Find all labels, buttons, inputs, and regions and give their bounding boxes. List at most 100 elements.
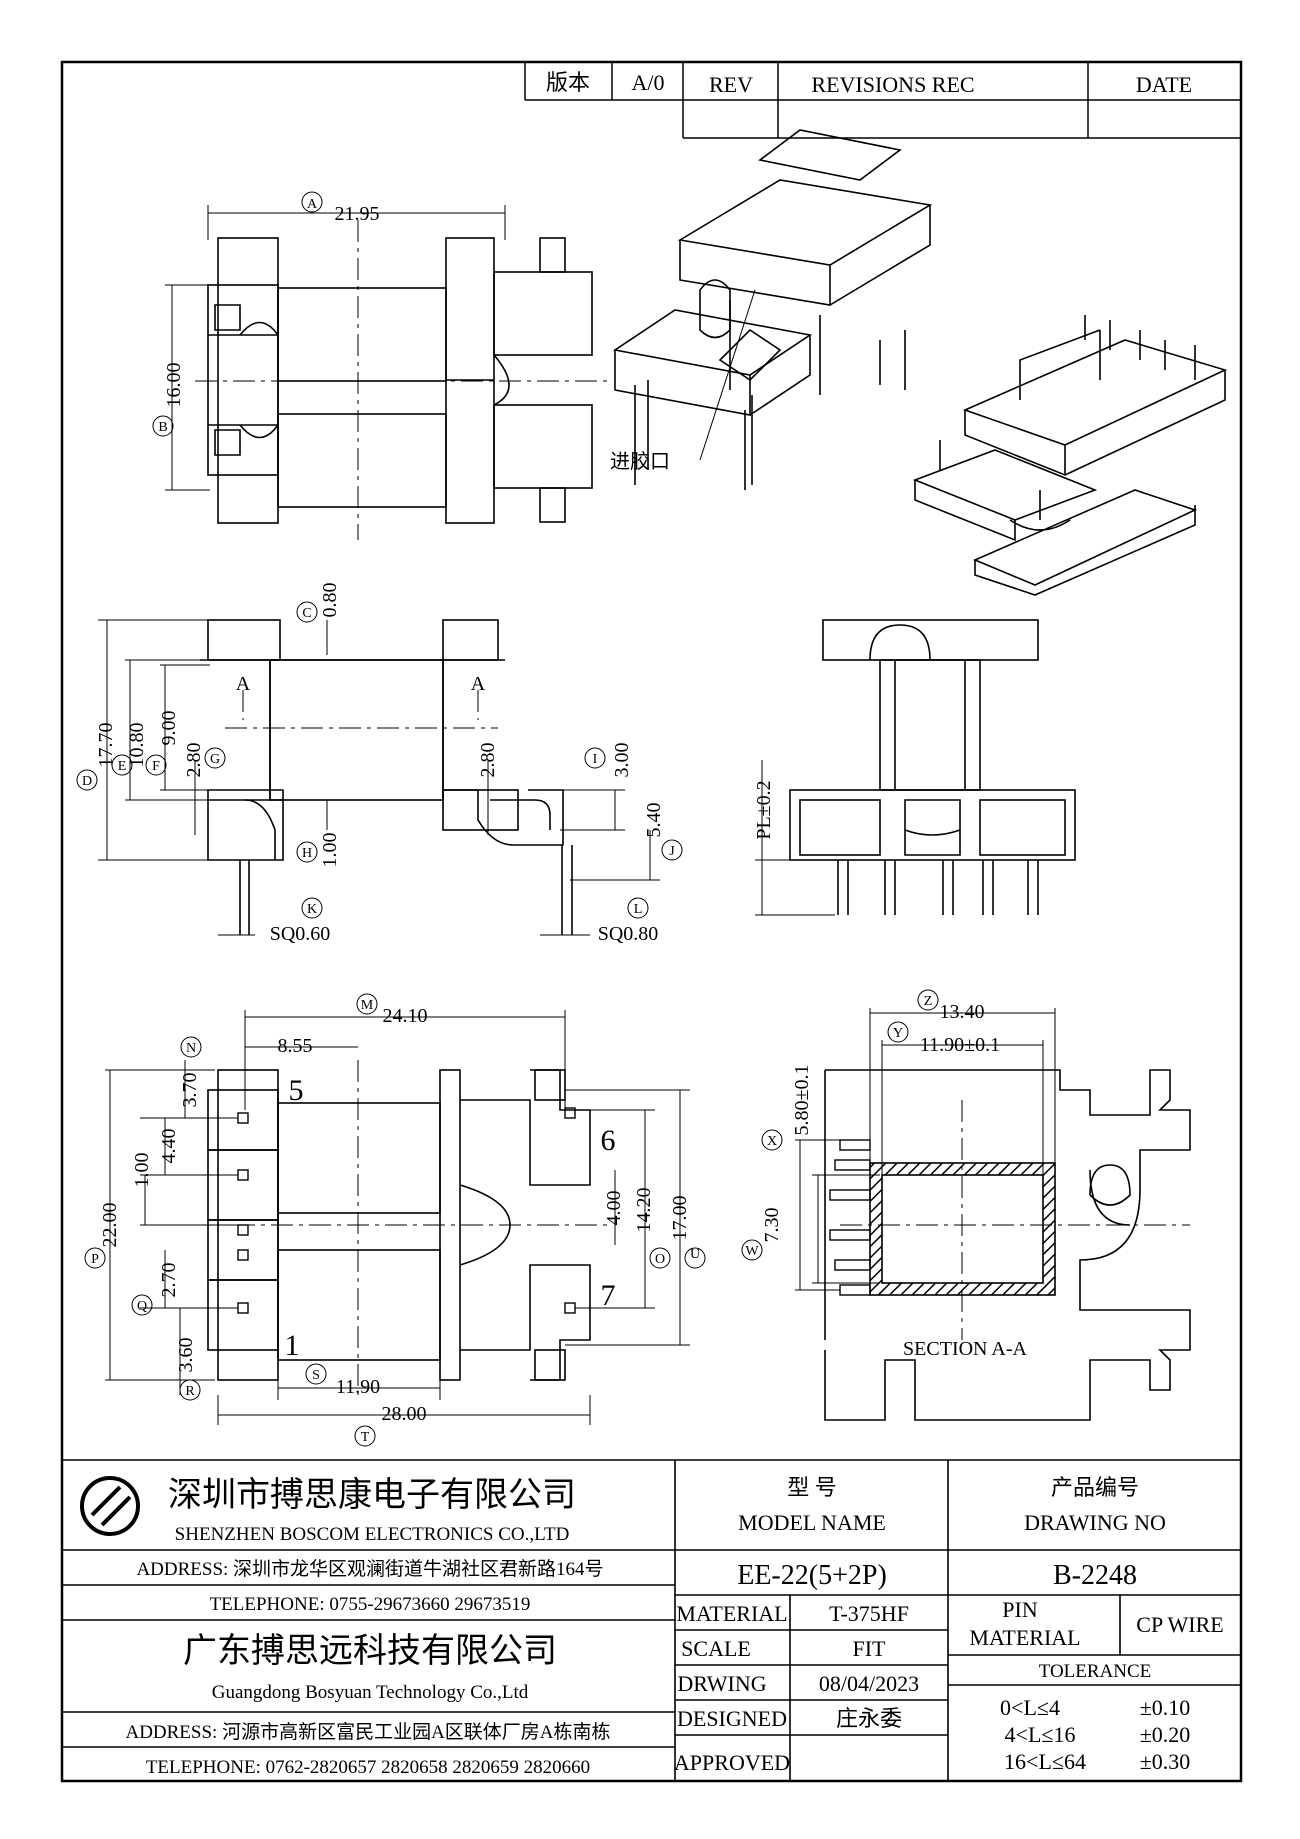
tolerance-range-2: 4<L≤16 xyxy=(1005,1722,1076,1747)
svg-text:K: K xyxy=(307,902,317,917)
dim-q: 2.70 xyxy=(158,1263,180,1298)
company-cn-1: 深圳市搏思康电子有限公司 xyxy=(168,1476,576,1514)
svg-text:X: X xyxy=(767,1134,777,1149)
rev-label: REV xyxy=(709,72,753,97)
svg-text:N: N xyxy=(186,1041,196,1056)
dim-855: 8.55 xyxy=(278,1035,313,1057)
pin-number-5: 5 xyxy=(289,1074,304,1107)
company-en-2: Guangdong Bosyuan Technology Co.,Ltd xyxy=(212,1682,529,1703)
dim-l: SQ0.80 xyxy=(598,923,659,945)
dim-z: 13.40 xyxy=(940,1001,985,1023)
designed-label: DESIGNED xyxy=(677,1706,787,1731)
dim-g: 2.80 xyxy=(183,743,205,778)
svg-text:D: D xyxy=(82,774,92,789)
iso-view-2 xyxy=(912,329,1228,596)
drawing-label-cn: 产品编号 xyxy=(1051,1475,1139,1500)
section-view-dims xyxy=(795,1008,1056,1291)
drwing-label: DRWING xyxy=(677,1671,766,1696)
dim-400: 4.00 xyxy=(603,1191,625,1226)
side-view-balloons: C D E F G H I J K L xyxy=(76,601,683,919)
svg-text:A: A xyxy=(307,197,318,212)
svg-text:P: P xyxy=(91,1252,99,1267)
material-value: T-375HF xyxy=(829,1601,909,1626)
dim-i: 3.00 xyxy=(611,743,633,778)
dim-c: 0.80 xyxy=(319,583,341,618)
tolerance-range-1: 0<L≤4 xyxy=(1000,1695,1060,1720)
drawing-label-en: DRAWING NO xyxy=(1024,1510,1166,1535)
bottom-view-dims xyxy=(105,1010,690,1425)
scale-value: FIT xyxy=(853,1636,887,1661)
svg-text:L: L xyxy=(634,902,643,917)
dim-mid: 2.80 xyxy=(477,743,499,778)
section-view-balloons: Z Y X W xyxy=(741,989,939,1261)
company-logo xyxy=(80,1476,140,1536)
end-view-dims xyxy=(755,760,835,916)
revision-block xyxy=(524,62,1241,139)
top-view-dims xyxy=(165,205,506,491)
dim-a: 21.95 xyxy=(335,203,380,225)
svg-text:S: S xyxy=(312,1368,320,1383)
section-view-pinfins xyxy=(829,1139,871,1296)
dim-b: 16.00 xyxy=(163,363,185,408)
dim-j: 5.40 xyxy=(643,803,665,838)
tolerance-value-1: ±0.10 xyxy=(1140,1695,1191,1720)
section-view xyxy=(824,1069,1191,1421)
section-mark-left: A xyxy=(236,673,251,695)
tolerance-label: TOLERANCE xyxy=(1039,1661,1152,1682)
svg-text:W: W xyxy=(745,1244,759,1259)
tolerance-value-2: ±0.20 xyxy=(1140,1722,1191,1747)
version-label: 版本 xyxy=(546,70,590,95)
company-cn-2: 广东搏思远科技有限公司 xyxy=(183,1632,557,1670)
dim-440: 4.40 xyxy=(158,1129,180,1164)
svg-text:F: F xyxy=(152,759,160,774)
iso-view-1-pins xyxy=(647,340,881,485)
model-value: EE-22(5+2P) xyxy=(737,1560,887,1591)
dim-100: 1.00 xyxy=(131,1153,153,1188)
svg-text:Y: Y xyxy=(893,1026,903,1041)
side-view-pins xyxy=(239,845,573,935)
dim-h: 1.00 xyxy=(319,833,341,868)
svg-text:R: R xyxy=(185,1384,195,1399)
telephone-1: TELEPHONE: 0755-29673660 29673519 xyxy=(210,1594,531,1615)
section-view-centerlines xyxy=(840,1100,1190,1340)
balloon-a: A xyxy=(301,191,323,213)
telephone-2: TELEPHONE: 0762-2820657 2820658 2820659 … xyxy=(146,1757,590,1778)
section-mark-right: A xyxy=(471,673,486,695)
gate-leader xyxy=(699,289,756,461)
drwing-value: 08/04/2023 xyxy=(819,1671,919,1696)
end-view-pins xyxy=(837,860,1039,915)
side-view-centerlines xyxy=(225,690,498,729)
bottom-view xyxy=(207,1069,591,1381)
company-en-1: SHENZHEN BOSCOM ELECTRONICS CO.,LTD xyxy=(175,1524,570,1545)
dim-v: 17.00 xyxy=(669,1196,691,1241)
pin-material-label-1: PIN xyxy=(1002,1597,1038,1622)
dim-n: 3.70 xyxy=(179,1073,201,1108)
dim-x: 5.80±0.1 xyxy=(791,1065,813,1136)
designed-value: 庄永委 xyxy=(836,1706,902,1731)
section-label: SECTION A-A xyxy=(903,1338,1027,1360)
pin-number-6: 6 xyxy=(601,1124,616,1157)
dim-f: 9.00 xyxy=(158,711,180,746)
model-label-en: MODEL NAME xyxy=(738,1510,886,1535)
date-label: DATE xyxy=(1136,72,1192,97)
dim-s: 11.90 xyxy=(336,1376,380,1398)
version-value: A/0 xyxy=(632,70,665,95)
pin-number-1: 1 xyxy=(285,1329,300,1362)
svg-text:O: O xyxy=(655,1252,665,1267)
tolerance-value-3: ±0.30 xyxy=(1140,1749,1191,1774)
svg-text:M: M xyxy=(361,998,374,1013)
model-label-cn: 型 号 xyxy=(787,1475,837,1500)
bottom-view-pads xyxy=(237,1107,576,1314)
svg-text:Z: Z xyxy=(924,994,933,1009)
pin-material-value: CP WIRE xyxy=(1136,1612,1223,1637)
side-view-dims xyxy=(98,619,660,936)
bottom-view-balloons: M N O P Q R S T U xyxy=(84,993,706,1447)
svg-text:B: B xyxy=(158,420,167,435)
approved-label: APPROVED xyxy=(674,1750,790,1775)
svg-text:C: C xyxy=(302,606,311,621)
address-1: ADDRESS: 深圳市龙华区观澜街道牛湖社区君新路164号 xyxy=(136,1558,603,1580)
pin-number-7: 7 xyxy=(601,1279,616,1312)
title-block-grid xyxy=(62,1459,1241,1781)
dim-y: 11.90±0.1 xyxy=(920,1034,1000,1056)
